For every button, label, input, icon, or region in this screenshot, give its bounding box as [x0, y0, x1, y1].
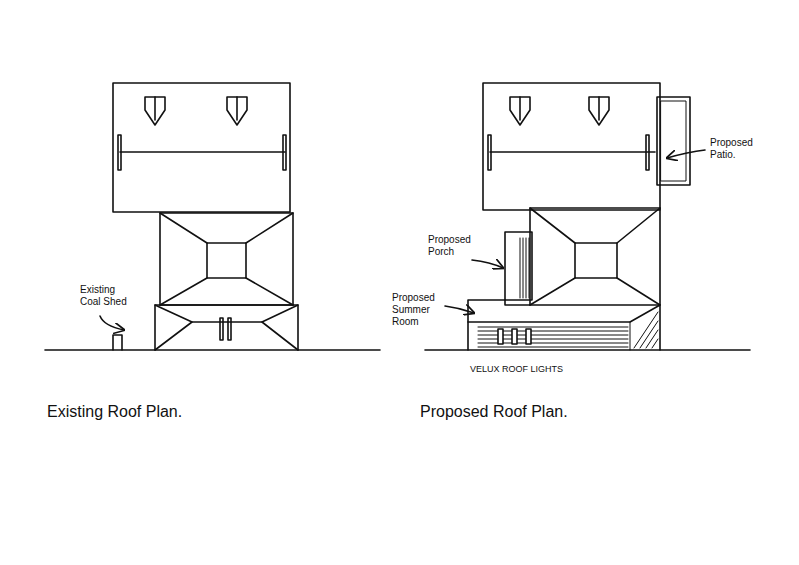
roof-hatching: [478, 312, 658, 350]
hip-roof: [530, 208, 660, 305]
existing-plan: [45, 83, 380, 350]
dormer: [145, 97, 165, 125]
callout-label: Proposed Porch: [428, 234, 483, 258]
dormer: [589, 97, 609, 125]
main-house-roof: [113, 83, 290, 212]
roof-light: [498, 329, 531, 344]
hip-roof: [160, 213, 293, 305]
main-house-roof: [483, 83, 660, 210]
callout-label: Existing Coal Shed: [80, 284, 138, 308]
callout-label: VELUX ROOF LIGHTS: [470, 364, 610, 375]
ground-line: [425, 349, 750, 351]
callout-label: Proposed Summer Room: [392, 292, 444, 328]
leader-line: [100, 316, 124, 330]
plan-caption: Proposed Roof Plan.: [420, 402, 620, 421]
leader-line: [445, 306, 474, 313]
patio: [657, 97, 690, 185]
coal-shed: [113, 335, 122, 350]
callout-label: Proposed Patio.: [710, 137, 770, 161]
leader-line: [472, 260, 503, 268]
leader-line: [667, 150, 705, 158]
dormer: [227, 97, 247, 125]
porch: [505, 232, 532, 300]
dormer: [510, 97, 530, 125]
ground-line: [45, 349, 380, 351]
plan-caption: Existing Roof Plan.: [47, 402, 247, 421]
proposed-plan: [425, 83, 750, 350]
